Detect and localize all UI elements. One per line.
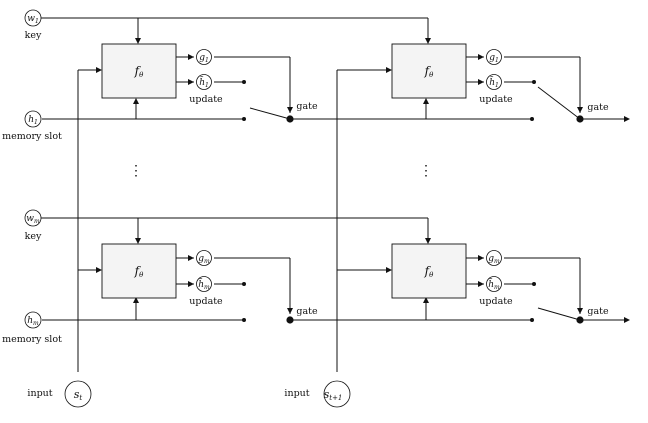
key-label-1: key (25, 30, 42, 41)
update-label: update (479, 296, 513, 307)
arrowheads (96, 38, 630, 323)
input-label: input (284, 388, 309, 399)
g-node: g1 (199, 53, 209, 64)
svg-text:st: st (74, 388, 83, 402)
junction-dots (242, 80, 584, 324)
slot-node-h1: h1 (24, 110, 42, 128)
input-label: input (27, 388, 52, 399)
h-tilde-node: h̃1 (489, 76, 499, 89)
function-label: fθ (424, 264, 434, 279)
vertical-ellipsis-2: ⋮ (419, 163, 433, 179)
svg-text:st+1: st+1 (324, 388, 343, 402)
key-node-wm: wm (24, 209, 42, 227)
slot-label-m: memory slot (2, 334, 62, 345)
gate-label: gate (296, 101, 318, 112)
g-node: gm (488, 254, 500, 265)
function-label: fθ (134, 264, 144, 279)
svg-text:h1: h1 (28, 115, 38, 126)
g-node: gm (198, 254, 210, 265)
svg-text:hm: hm (27, 316, 39, 327)
slot-label-1: memory slot (2, 131, 62, 142)
input-node-st: input st (27, 380, 92, 408)
gate-label: gate (587, 306, 609, 317)
input-node-st1: input st+1 (284, 380, 351, 408)
h-tilde-node: h̃1 (199, 76, 209, 89)
slot-node-hm: hm (24, 311, 42, 329)
g-node: g1 (489, 53, 499, 64)
gate-label: gate (587, 102, 609, 113)
vertical-ellipsis-1: ⋮ (129, 163, 143, 179)
key-node-w1: w1 (24, 9, 42, 27)
gate-label: gate (296, 306, 318, 317)
update-label: update (189, 296, 223, 307)
h-tilde-node: h̃m (198, 278, 210, 291)
block-col1-row1: fθ g1 h̃1 update gate (101, 43, 318, 112)
svg-text:w1: w1 (27, 14, 39, 25)
block-col2-rowm: fθ gm h̃m update gate (391, 243, 609, 317)
block-col1-rowm: fθ gm h̃m update gate (101, 243, 318, 317)
svg-text:wm: wm (26, 214, 40, 225)
key-label-m: key (25, 231, 42, 242)
function-label: fθ (424, 64, 434, 79)
h-tilde-node: h̃m (488, 278, 500, 291)
update-label: update (189, 94, 223, 105)
function-label: fθ (134, 64, 144, 79)
block-col2-row1: fθ g1 h̃1 update gate (391, 43, 609, 113)
update-label: update (479, 94, 513, 105)
